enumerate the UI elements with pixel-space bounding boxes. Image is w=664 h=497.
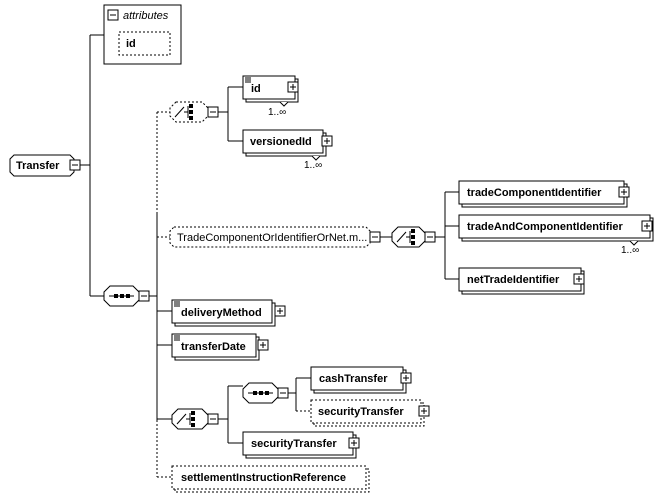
element-settlementinstructionreference[interactable]: settlementInstructionReference (171, 465, 370, 493)
choice-compositor[interactable] (391, 226, 426, 248)
choice-icon (176, 411, 195, 427)
occurrence-label: 1..∞ (621, 245, 639, 256)
group-reference[interactable]: TradeComponentOrIdentifierOrNet.m... (169, 226, 371, 248)
element-label: securityTransfer (318, 406, 404, 418)
repeat-marker (311, 155, 321, 161)
element-label: transferDate (181, 341, 246, 353)
expand-icon[interactable] (257, 339, 269, 351)
attribute-label: id (126, 38, 136, 50)
expand-icon[interactable] (618, 186, 630, 198)
attributes-title: attributes (123, 10, 169, 22)
collapse-icon[interactable] (107, 9, 119, 21)
element-deliverymethod[interactable]: deliveryMethod (171, 299, 276, 327)
element-cashtransfer[interactable]: cashTransfer (310, 366, 407, 394)
element-label: cashTransfer (319, 373, 388, 385)
expand-icon[interactable] (321, 135, 333, 147)
collapse-icon[interactable] (369, 231, 381, 243)
choice-icon (174, 104, 193, 120)
attribute-id[interactable]: id (118, 31, 171, 56)
choice-icon (396, 229, 415, 245)
connectors (80, 34, 459, 478)
element-label: tradeComponentIdentifier (467, 187, 602, 199)
occurrence-label: 1..∞ (304, 160, 322, 171)
expand-icon[interactable] (641, 220, 653, 232)
sequence-icon (109, 294, 134, 298)
collapse-icon[interactable] (207, 106, 219, 118)
repeat-marker (279, 101, 289, 107)
choice-compositor[interactable] (169, 101, 209, 123)
expand-icon[interactable] (274, 305, 286, 317)
element-label: netTradeIdentifier (467, 274, 560, 286)
expand-icon[interactable] (400, 372, 412, 384)
element-label: id (251, 83, 261, 95)
element-transferdate[interactable]: transferDate (171, 333, 260, 361)
element-id[interactable]: id (242, 75, 299, 103)
expand-icon[interactable] (418, 405, 430, 417)
element-versionedid[interactable]: versionedId (242, 129, 327, 157)
collapse-icon[interactable] (69, 159, 81, 171)
group-label: TradeComponentOrIdentifierOrNet.m... (177, 232, 367, 244)
element-nettradeidentifier[interactable]: netTradeIdentifier (458, 267, 585, 295)
element-securitytransfer[interactable]: securityTransfer (242, 431, 357, 459)
element-securitytransfer-optional[interactable]: securityTransfer (310, 399, 425, 427)
expand-icon[interactable] (348, 437, 360, 449)
sequence-icon (248, 391, 273, 395)
element-label: tradeAndComponentIdentifier (467, 221, 624, 233)
element-label: deliveryMethod (181, 307, 262, 319)
element-label: settlementInstructionReference (181, 472, 346, 484)
root-label: Transfer (16, 160, 60, 172)
sequence-compositor[interactable] (242, 382, 279, 404)
element-label: versionedId (250, 136, 312, 148)
element-tradecomponentidentifier[interactable]: tradeComponentIdentifier (458, 180, 628, 208)
element-tradeandcomponentidentifier[interactable]: tradeAndComponentIdentifier (458, 214, 654, 242)
element-label: securityTransfer (251, 438, 337, 450)
collapse-icon[interactable] (138, 290, 150, 302)
occurrence-label: 1..∞ (268, 107, 286, 118)
collapse-icon[interactable] (424, 231, 436, 243)
expand-icon[interactable] (287, 81, 299, 93)
repeat-marker (629, 240, 639, 246)
collapse-icon[interactable] (207, 413, 219, 425)
choice-compositor[interactable] (171, 408, 209, 430)
attributes-group: attributes id (103, 4, 182, 65)
root-element-transfer[interactable]: Transfer (9, 154, 75, 177)
sequence-compositor[interactable] (103, 285, 140, 307)
collapse-icon[interactable] (277, 387, 289, 399)
expand-icon[interactable] (573, 273, 585, 285)
